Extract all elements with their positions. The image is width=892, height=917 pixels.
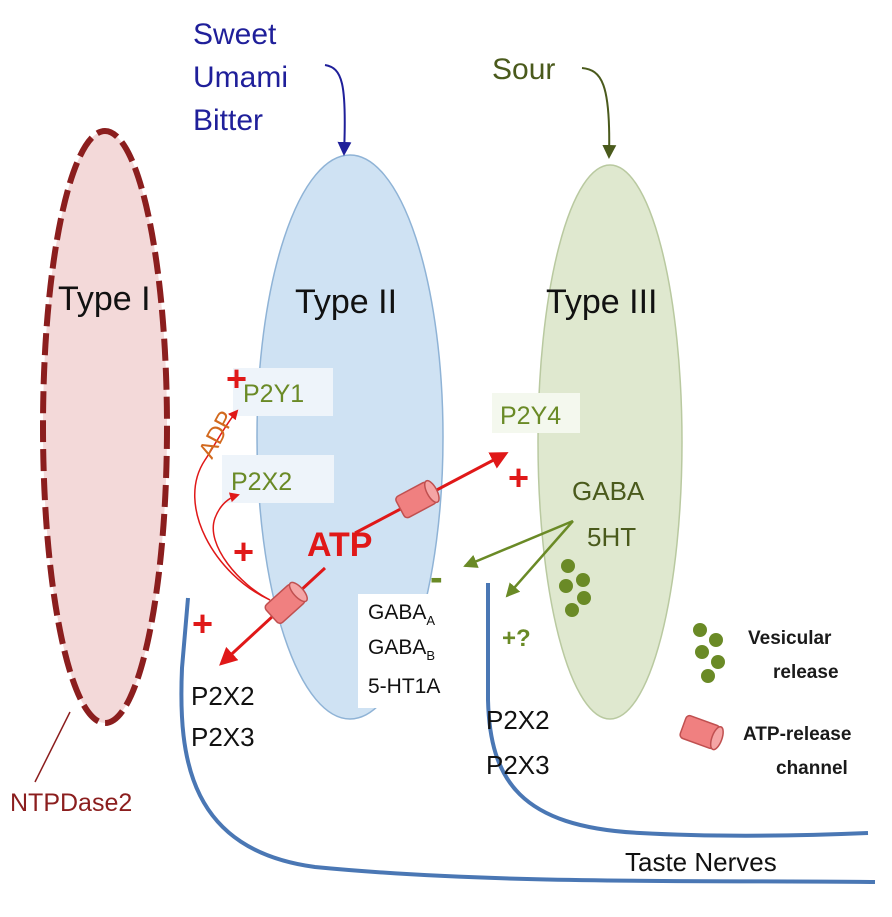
receptor-box [358,594,450,708]
taste-nerve-long [179,597,876,884]
vesicle-cluster [559,559,591,617]
p2y1-label: P2Y1 [243,380,304,408]
p2y4-box [492,393,580,433]
p2y1-box [233,368,333,416]
taste-nerves-label: Taste Nerves [625,847,777,877]
nerve-left-p2x2: P2X2 [191,681,255,711]
plus-p2y1: + [226,358,247,399]
5ht1a-label: 5-HT1A [368,675,440,698]
stimulus-sweet: Sweet [193,18,277,51]
plus-p2y4: + [508,457,529,498]
ntpdase2-label: NTPDase2 [10,789,132,817]
nerve-left-p2x3: P2X3 [191,722,255,752]
nerve-right-p2x2: P2X2 [486,705,550,735]
type2-label: Type II [295,283,397,321]
type1-cell [40,128,170,726]
legend-atp-channel-line2: channel [776,758,848,779]
type3-cell [537,164,683,720]
plus-nerve: + [192,603,213,644]
adp-arrow-to-p2y1 [194,409,271,601]
type1-label: Type I [58,280,151,318]
gaba-label: GABA [572,476,645,506]
legend-vesicle-icon [693,623,725,683]
gaba-arrow-to-nerve [505,520,574,598]
minus-sign: - [430,557,443,599]
atp-label: ATP [307,526,372,564]
plus-question: +? [502,625,531,652]
plus-p2x2: + [233,531,254,572]
p2x2-green-label: P2X2 [231,468,292,496]
legend-atp-channel-line1: ATP-release [743,724,851,745]
stimulus-bitter: Bitter [193,104,263,137]
stimulus-umami: Umami [193,61,288,94]
nerve-right-p2x3: P2X3 [486,750,550,780]
legend-channel-icon [678,713,727,752]
taste-nerve-short [486,583,869,838]
ntpdase2-pointer [34,711,71,783]
gaba-a-label: GABAA [368,601,435,628]
stimulus-arrow-type3 [581,67,617,159]
stimulus-sour: Sour [492,53,555,86]
stimulus-arrow-type2 [324,64,352,156]
p2x2-box [222,455,334,503]
5ht-label: 5HT [587,522,636,552]
gaba-arrow-to-type2 [463,519,574,568]
atp-arrow-to-p2x2 [212,492,271,601]
legend-vesicular-line2: release [773,662,839,683]
legend-vesicular-line1: Vesicular [748,628,832,649]
type3-label: Type III [546,283,658,321]
p2y4-label: P2Y4 [500,402,561,430]
gaba-b-label: GABAB [368,636,435,663]
